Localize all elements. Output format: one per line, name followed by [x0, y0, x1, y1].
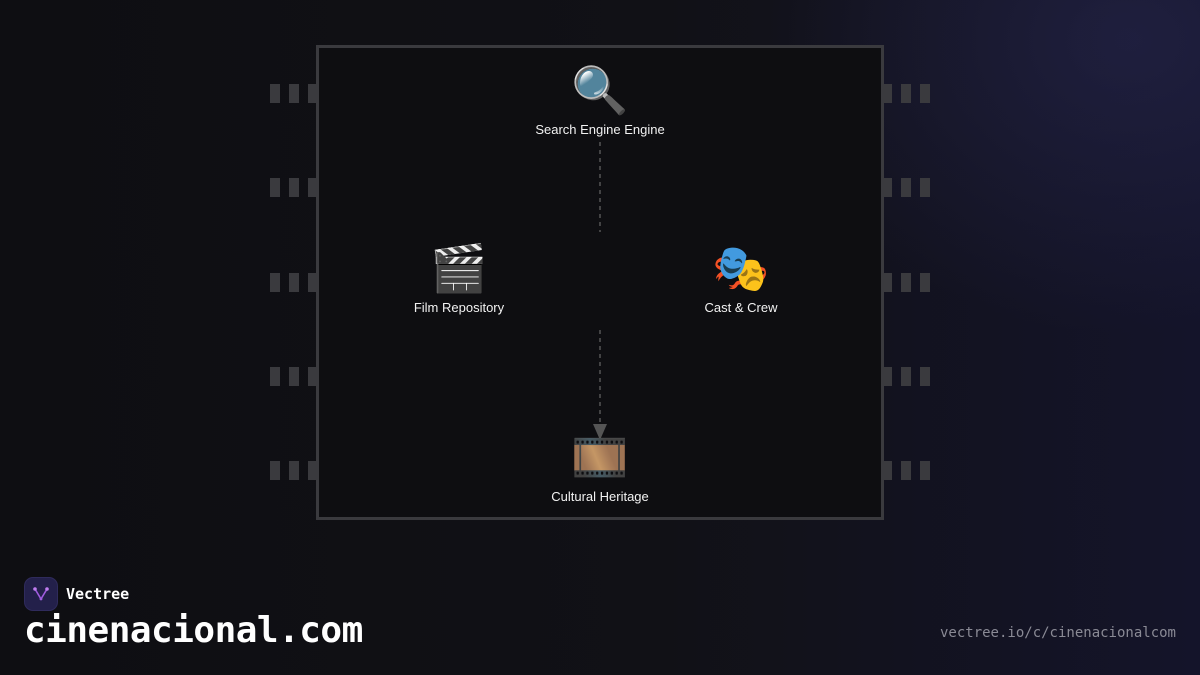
tree-branch-icon	[33, 587, 49, 601]
magnifying-glass-icon: 🔍	[571, 63, 629, 117]
node-label: Cast & Crew	[704, 300, 778, 315]
brand[interactable]: Vectree	[24, 577, 129, 611]
node-cultural-heritage[interactable]: 🎞️ Cultural Heritage	[500, 429, 700, 504]
clapperboard-icon: 🎬	[430, 241, 488, 295]
sprocket-holes-right	[882, 84, 930, 480]
node-label: Film Repository	[413, 300, 505, 315]
node-label: Cultural Heritage	[551, 489, 649, 504]
brand-name: Vectree	[66, 585, 130, 603]
node-cast-crew[interactable]: 🎭 Cast & Crew	[641, 240, 841, 315]
sprocket-holes-left	[270, 84, 318, 480]
node-search-engine[interactable]: 🔍 Search Engine Engine	[500, 62, 700, 137]
node-label: Search Engine Engine	[535, 122, 665, 137]
node-film-repository[interactable]: 🎬 Film Repository	[359, 240, 559, 315]
site-url-link[interactable]: vectree.io/c/cinenacionalcom	[939, 625, 1176, 641]
vectree-logo-icon	[24, 577, 58, 611]
connector-arrowhead	[593, 424, 607, 440]
site-title: cinenacional.com	[24, 610, 363, 651]
film-frames-icon: 🎞️	[571, 430, 629, 484]
theater-masks-icon: 🎭	[712, 241, 770, 295]
